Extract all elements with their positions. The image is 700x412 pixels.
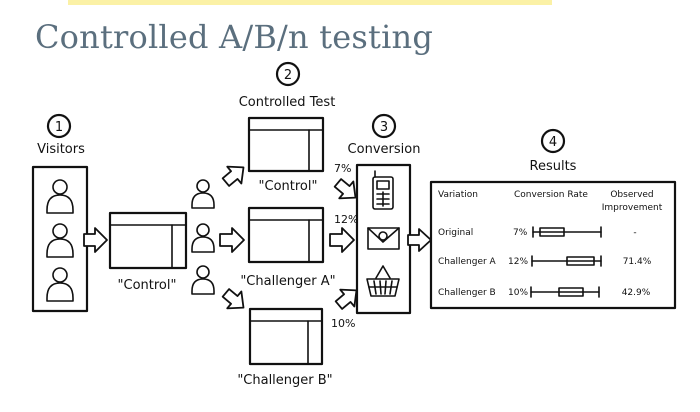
results-header-improvement: Observed: [610, 190, 653, 200]
step-number: 2: [284, 68, 292, 83]
results-improvement: 71.4%: [623, 257, 652, 267]
phone-icon: [372, 170, 394, 210]
results-rate: 12%: [508, 257, 528, 267]
step-number: 3: [380, 120, 388, 135]
step-number-circle: [371, 113, 397, 139]
results-range-bar: [530, 286, 600, 298]
results-table: [429, 180, 677, 310]
results-rate: 10%: [508, 288, 528, 298]
results-range-bar: [532, 226, 602, 238]
step-number: 4: [549, 135, 557, 150]
step-2-controlled-test: 2 Controlled Test "Control" "Challenger …: [237, 61, 336, 388]
visitor-icon: [191, 179, 215, 209]
results-variation: Challenger A: [438, 257, 497, 267]
challenger-b-page-mockup: [248, 307, 324, 366]
arrow-down-right-icon: [333, 178, 357, 200]
results-header-improvement: Improvement: [602, 203, 663, 213]
split-visitor-icons: [191, 179, 215, 295]
arrow-right-icon: [83, 227, 108, 253]
challenger-a-rate-label: 12%: [334, 213, 358, 226]
control-variation-label: "Control": [259, 179, 318, 194]
challenger-a-page-mockup: [247, 206, 325, 264]
conversion-label: Conversion: [348, 142, 421, 157]
page-title: Controlled A/B/n testing: [35, 18, 434, 56]
results-label: Results: [530, 159, 577, 174]
visitor-icon: [46, 223, 74, 258]
shopping-basket-icon: [366, 265, 400, 297]
control-rate-label: 7%: [334, 162, 351, 175]
conversion-box: [355, 163, 412, 315]
results-header-rate: Conversion Rate: [514, 190, 588, 200]
arrow-right-icon: [407, 228, 432, 252]
arrow-right-icon: [219, 227, 245, 253]
challenger-a-label: "Challenger A": [240, 274, 335, 289]
challenger-b-label: "Challenger B": [237, 373, 332, 388]
results-header-variation: Variation: [438, 190, 478, 200]
center-control-label: "Control": [118, 278, 177, 293]
arrow-down-right-icon: [221, 288, 245, 310]
results-row: Original 7% -: [438, 226, 637, 238]
step-4-results: 4 Results Variation Conversion Rate Obse…: [429, 128, 677, 310]
results-improvement: 42.9%: [622, 288, 651, 298]
visitor-icon: [46, 267, 74, 302]
results-variation: Challenger B: [438, 288, 496, 298]
arrow-up-right-icon: [334, 288, 358, 310]
visitors-label: Visitors: [37, 142, 85, 157]
results-range-bar: [531, 255, 602, 267]
visitor-icon: [191, 265, 215, 295]
step-number: 1: [55, 120, 63, 135]
step-number-circle: [46, 113, 72, 139]
arrow-up-right-icon: [221, 165, 245, 187]
center-control-page: "Control": [108, 211, 188, 293]
step-number-circle: [275, 61, 301, 87]
results-variation: Original: [438, 228, 473, 238]
visitor-icon: [191, 223, 215, 253]
step-3-conversion: 3 Conversion: [348, 113, 421, 315]
top-highlight-bar: [68, 0, 552, 5]
results-rate: 7%: [513, 228, 528, 238]
challenger-b-rate-label: 10%: [331, 317, 355, 330]
results-row: Challenger B 10% 42.9%: [438, 286, 651, 298]
control-page-mockup: [247, 116, 325, 173]
results-improvement: -: [633, 228, 636, 238]
arrow-right-icon: [329, 227, 355, 253]
results-row: Challenger A 12% 71.4%: [438, 255, 652, 267]
email-icon: [367, 227, 400, 250]
page-mockup: [108, 211, 188, 270]
controlled-test-label: Controlled Test: [239, 95, 336, 110]
visitor-icon: [46, 179, 74, 214]
step-number-circle: [540, 128, 566, 154]
step-1-visitors: 1 Visitors: [31, 113, 89, 313]
